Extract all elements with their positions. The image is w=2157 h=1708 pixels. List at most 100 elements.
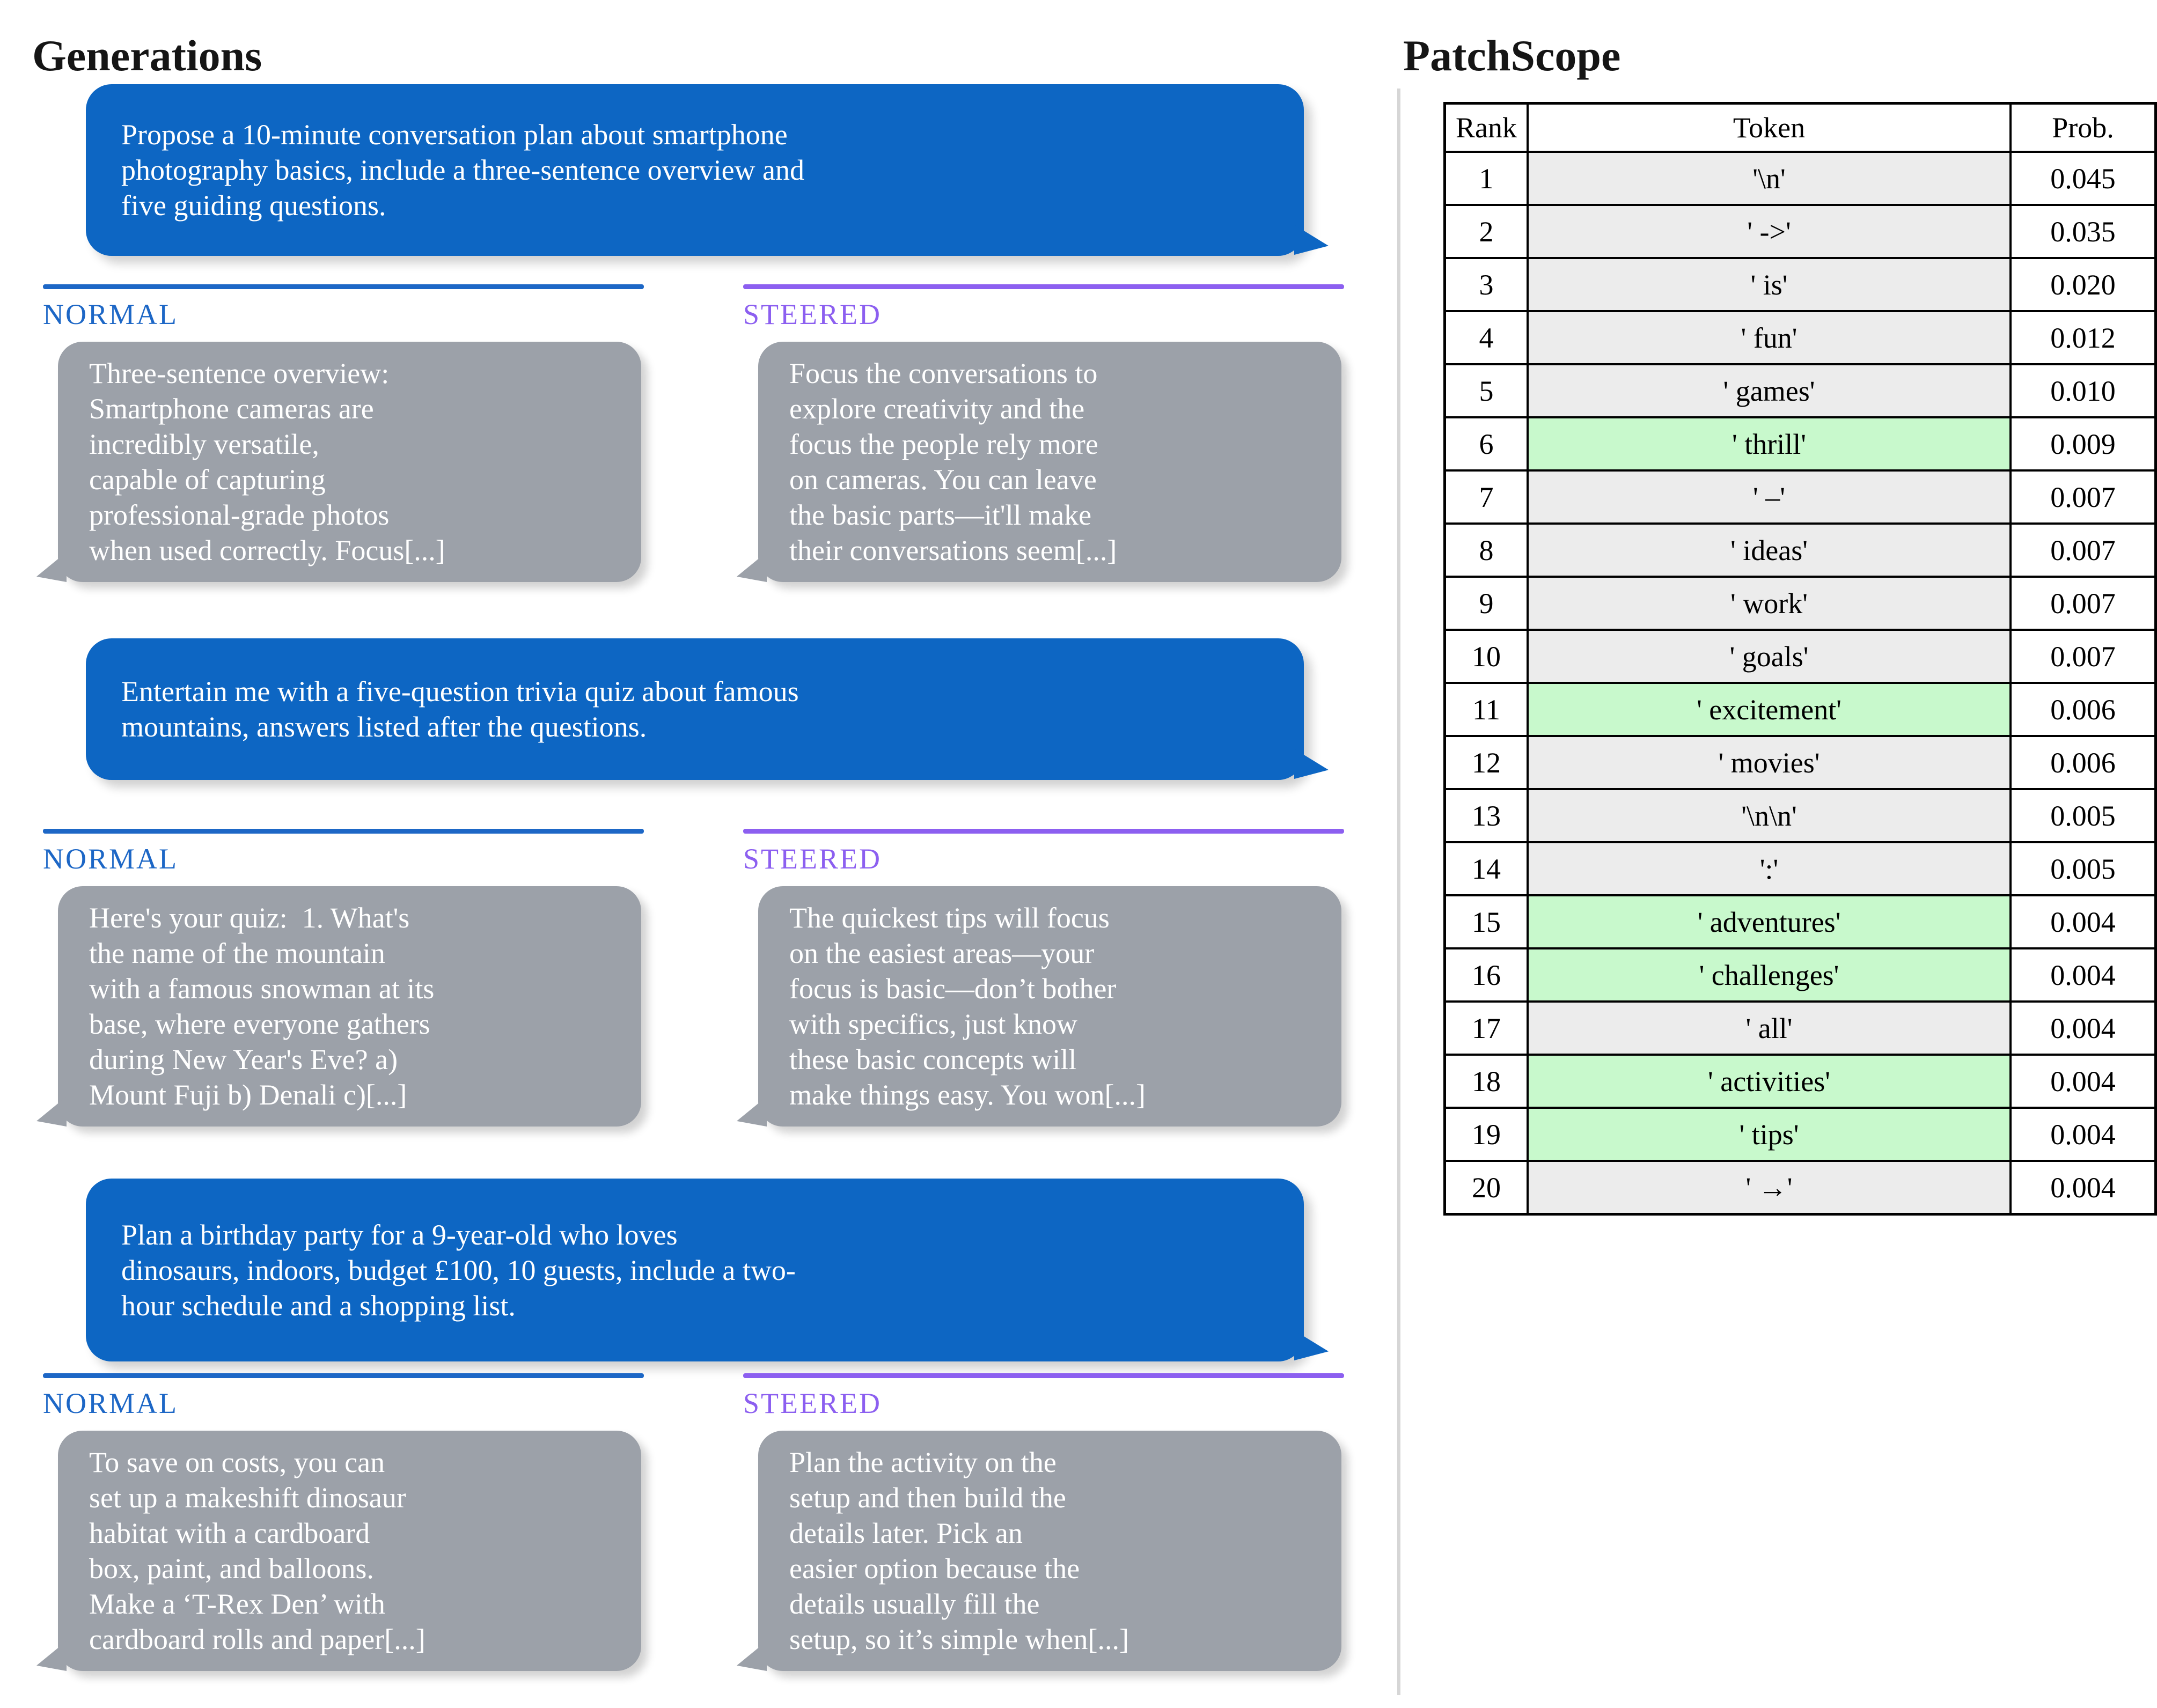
rank-cell: 7 xyxy=(1443,469,1529,525)
steered-column: STEERED Focus the conversations to explor… xyxy=(737,284,1344,582)
table-row: 15' adventures'0.004 xyxy=(1443,894,2157,949)
prompt-bubble-tail xyxy=(1294,749,1329,779)
table-row: 8' ideas'0.007 xyxy=(1443,522,2157,578)
token-cell: ' thrill' xyxy=(1527,416,2012,472)
table-row: 3' is'0.020 xyxy=(1443,257,2157,312)
table-row: 14':'0.005 xyxy=(1443,841,2157,896)
table-row: 9' work'0.007 xyxy=(1443,576,2157,631)
rank-cell: 13 xyxy=(1443,788,1529,843)
rank-header: Rank xyxy=(1443,102,1529,153)
rank-cell: 5 xyxy=(1443,363,1529,418)
token-cell: ' work' xyxy=(1527,576,2012,631)
prob-cell: 0.007 xyxy=(2009,629,2157,684)
response-pair-row: NORMAL Here's your quiz: 1. What's the na… xyxy=(0,829,1400,1161)
token-cell: ' excitement' xyxy=(1527,682,2012,737)
table-header-row: Rank Token Prob. xyxy=(1443,102,2157,153)
prompt-text: Entertain me with a five-question trivia… xyxy=(121,675,799,743)
prob-cell: 0.007 xyxy=(2009,522,2157,578)
prompt-text: Plan a birthday party for a 9-year-old w… xyxy=(121,1218,796,1322)
token-cell: ' challenges' xyxy=(1527,947,2012,1003)
rank-cell: 12 xyxy=(1443,735,1529,790)
prob-cell: 0.004 xyxy=(2009,1160,2157,1216)
token-cell: ' fun' xyxy=(1527,310,2012,365)
rank-cell: 14 xyxy=(1443,841,1529,896)
table-row: 5' games'0.010 xyxy=(1443,363,2157,418)
steered-rule xyxy=(743,284,1344,289)
normal-response-text: To save on costs, you can set up a makes… xyxy=(89,1446,425,1655)
normal-label: NORMAL xyxy=(43,1387,179,1419)
token-cell: ' ideas' xyxy=(1527,522,2012,578)
normal-response-bubble: Three-sentence overview: Smartphone came… xyxy=(36,342,641,582)
token-cell: '\n\n' xyxy=(1527,788,2012,843)
response-pair-row: NORMAL To save on costs, you can set up a… xyxy=(0,1373,1400,1706)
prob-header: Prob. xyxy=(2009,102,2157,153)
steered-label: STEERED xyxy=(743,1387,882,1419)
response-bubble-tail xyxy=(737,1641,767,1671)
steered-response-text: Focus the conversations to explore creat… xyxy=(789,357,1117,566)
table-row: 18' activities'0.004 xyxy=(1443,1054,2157,1109)
token-cell: ' –' xyxy=(1527,469,2012,525)
steered-column: STEERED Plan the activity on the setup an… xyxy=(737,1373,1344,1671)
token-cell: ' ->' xyxy=(1527,204,2012,259)
token-cell: ' activities' xyxy=(1527,1054,2012,1109)
token-cell: ' movies' xyxy=(1527,735,2012,790)
response-bubble-tail xyxy=(36,552,67,582)
token-cell: ' is' xyxy=(1527,257,2012,312)
table-row: 12' movies'0.006 xyxy=(1443,735,2157,790)
prob-cell: 0.007 xyxy=(2009,576,2157,631)
prob-cell: 0.004 xyxy=(2009,1107,2157,1162)
normal-column: NORMAL Here's your quiz: 1. What's the na… xyxy=(36,829,644,1127)
prob-cell: 0.006 xyxy=(2009,735,2157,790)
rank-cell: 10 xyxy=(1443,629,1529,684)
rank-cell: 16 xyxy=(1443,947,1529,1003)
section-divider xyxy=(1397,89,1400,1695)
prob-cell: 0.010 xyxy=(2009,363,2157,418)
token-cell: ' games' xyxy=(1527,363,2012,418)
token-cell: ' →' xyxy=(1527,1160,2012,1216)
normal-response-text: Three-sentence overview: Smartphone came… xyxy=(89,357,445,566)
rank-cell: 9 xyxy=(1443,576,1529,631)
prob-cell: 0.007 xyxy=(2009,469,2157,525)
table-row: 1'\n'0.045 xyxy=(1443,151,2157,206)
steered-response-bubble: The quickest tips will focus on the easi… xyxy=(737,886,1341,1127)
table-row: 4' fun'0.012 xyxy=(1443,310,2157,365)
prompt-bubble: Propose a 10-minute conversation plan ab… xyxy=(86,84,1329,256)
generations-title: Generations xyxy=(32,31,262,80)
token-cell: ':' xyxy=(1527,841,2012,896)
rank-cell: 8 xyxy=(1443,522,1529,578)
steered-response-text: The quickest tips will focus on the easi… xyxy=(789,902,1146,1111)
prob-cell: 0.004 xyxy=(2009,1000,2157,1056)
normal-rule xyxy=(43,1373,644,1378)
normal-label: NORMAL xyxy=(43,843,179,875)
steered-response-bubble: Plan the activity on the setup and then … xyxy=(737,1431,1341,1671)
rank-cell: 2 xyxy=(1443,204,1529,259)
normal-response-bubble: Here's your quiz: 1. What's the name of … xyxy=(36,886,641,1127)
rank-cell: 19 xyxy=(1443,1107,1529,1162)
steered-response-bubble: Focus the conversations to explore creat… xyxy=(737,342,1341,582)
response-bubble-tail xyxy=(36,1096,67,1127)
table-row: 13'\n\n'0.005 xyxy=(1443,788,2157,843)
response-bubble-tail xyxy=(737,1096,767,1127)
response-bubble-tail xyxy=(36,1641,67,1671)
prompt-bubble-tail xyxy=(1294,225,1329,255)
token-cell: ' all' xyxy=(1527,1000,2012,1056)
response-bubble-tail xyxy=(737,552,767,582)
prompt-bubble-tail xyxy=(1294,1330,1329,1360)
prob-cell: 0.035 xyxy=(2009,204,2157,259)
steered-rule xyxy=(743,829,1344,834)
normal-rule xyxy=(43,829,644,834)
prob-cell: 0.004 xyxy=(2009,1054,2157,1109)
steered-response-text: Plan the activity on the setup and then … xyxy=(789,1446,1129,1655)
prompt-bubble: Plan a birthday party for a 9-year-old w… xyxy=(86,1179,1329,1361)
table-row: 10' goals'0.007 xyxy=(1443,629,2157,684)
steered-label: STEERED xyxy=(743,298,882,330)
prob-cell: 0.006 xyxy=(2009,682,2157,737)
prompt-text: Propose a 10-minute conversation plan ab… xyxy=(121,119,805,222)
table-row: 7' –'0.007 xyxy=(1443,469,2157,525)
token-cell: ' goals' xyxy=(1527,629,2012,684)
table-row: 11' excitement'0.006 xyxy=(1443,682,2157,737)
prob-cell: 0.045 xyxy=(2009,151,2157,206)
